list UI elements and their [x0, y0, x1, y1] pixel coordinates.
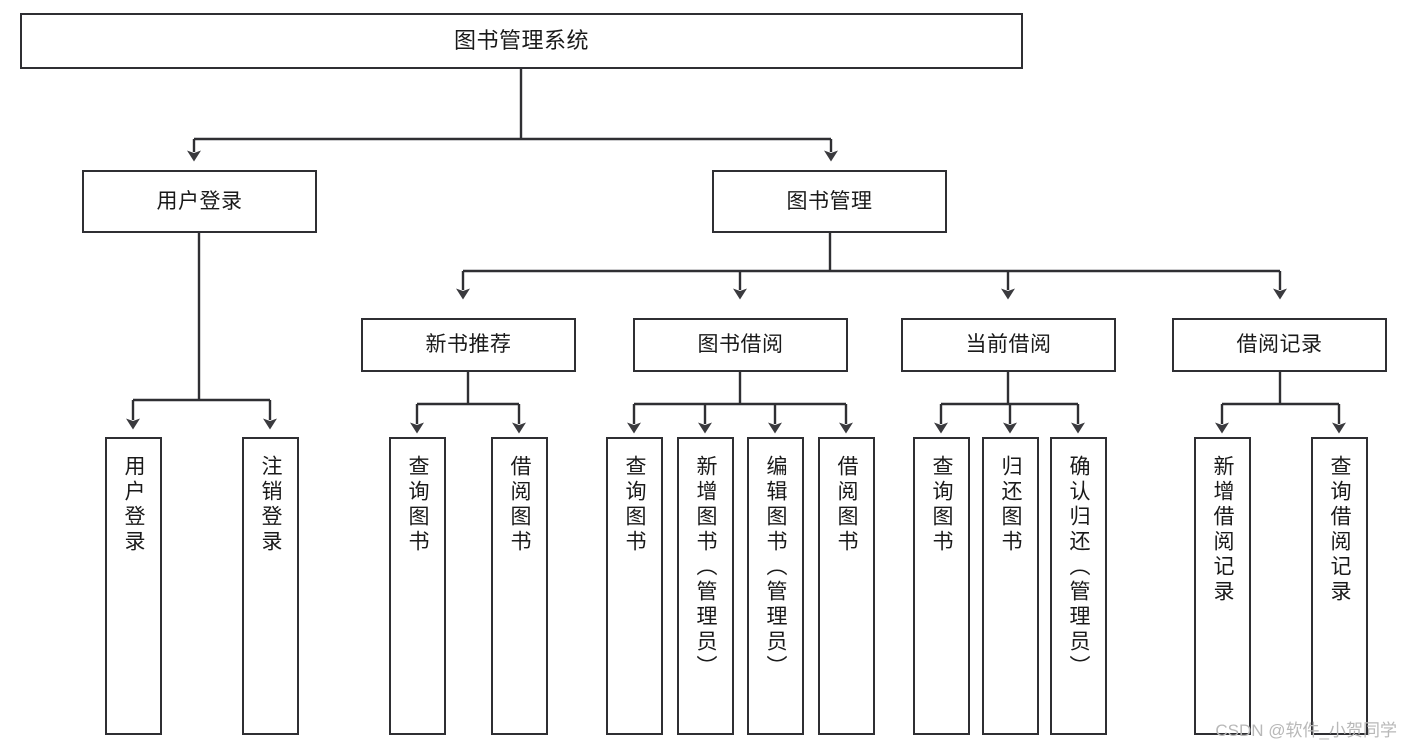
node-label: 用户登录 [156, 189, 243, 213]
node-label: 查询借阅记录 [1328, 455, 1351, 605]
node-label: 图书管理系统 [453, 27, 589, 53]
leaf-confirm-return-admin[interactable]: 确认归还（管理员） [1050, 437, 1107, 735]
node-label: 注销登录 [259, 455, 282, 555]
node-borrow-record[interactable]: 借阅记录 [1172, 318, 1387, 372]
node-label: 用户登录 [122, 455, 145, 555]
node-label: 当前借阅 [965, 333, 1052, 357]
leaf-add-borrow-record[interactable]: 新增借阅记录 [1194, 437, 1251, 735]
node-label: 新书推荐 [425, 333, 512, 357]
node-label: 查询图书 [623, 455, 646, 555]
node-new-book-recommend[interactable]: 新书推荐 [361, 318, 576, 372]
node-root-system[interactable]: 图书管理系统 [20, 13, 1023, 69]
node-label: 确认归还（管理员） [1067, 455, 1090, 680]
node-label: 编辑图书（管理员） [764, 455, 787, 680]
node-book-borrow[interactable]: 图书借阅 [633, 318, 848, 372]
leaf-edit-book-admin[interactable]: 编辑图书（管理员） [747, 437, 804, 735]
leaf-borrow-book-1[interactable]: 借阅图书 [491, 437, 548, 735]
node-current-borrow[interactable]: 当前借阅 [901, 318, 1116, 372]
node-book-management[interactable]: 图书管理 [712, 170, 947, 233]
node-label: 新增图书（管理员） [694, 455, 717, 680]
leaf-query-book-2[interactable]: 查询图书 [606, 437, 663, 735]
node-label: 图书借阅 [697, 333, 784, 357]
node-user-login[interactable]: 用户登录 [82, 170, 317, 233]
leaf-borrow-book-2[interactable]: 借阅图书 [818, 437, 875, 735]
node-label: 查询图书 [406, 455, 429, 555]
leaf-add-book-admin[interactable]: 新增图书（管理员） [677, 437, 734, 735]
leaf-query-book-1[interactable]: 查询图书 [389, 437, 446, 735]
node-label: 借阅记录 [1236, 333, 1323, 357]
leaf-logout[interactable]: 注销登录 [242, 437, 299, 735]
node-label: 借阅图书 [835, 455, 858, 555]
node-label: 图书管理 [786, 189, 873, 213]
leaf-query-book-3[interactable]: 查询图书 [913, 437, 970, 735]
node-label: 借阅图书 [508, 455, 531, 555]
node-label: 新增借阅记录 [1211, 455, 1234, 605]
leaf-query-borrow-record[interactable]: 查询借阅记录 [1311, 437, 1368, 735]
leaf-return-book[interactable]: 归还图书 [982, 437, 1039, 735]
node-label: 查询图书 [930, 455, 953, 555]
node-label: 归还图书 [999, 455, 1022, 555]
leaf-user-login[interactable]: 用户登录 [105, 437, 162, 735]
